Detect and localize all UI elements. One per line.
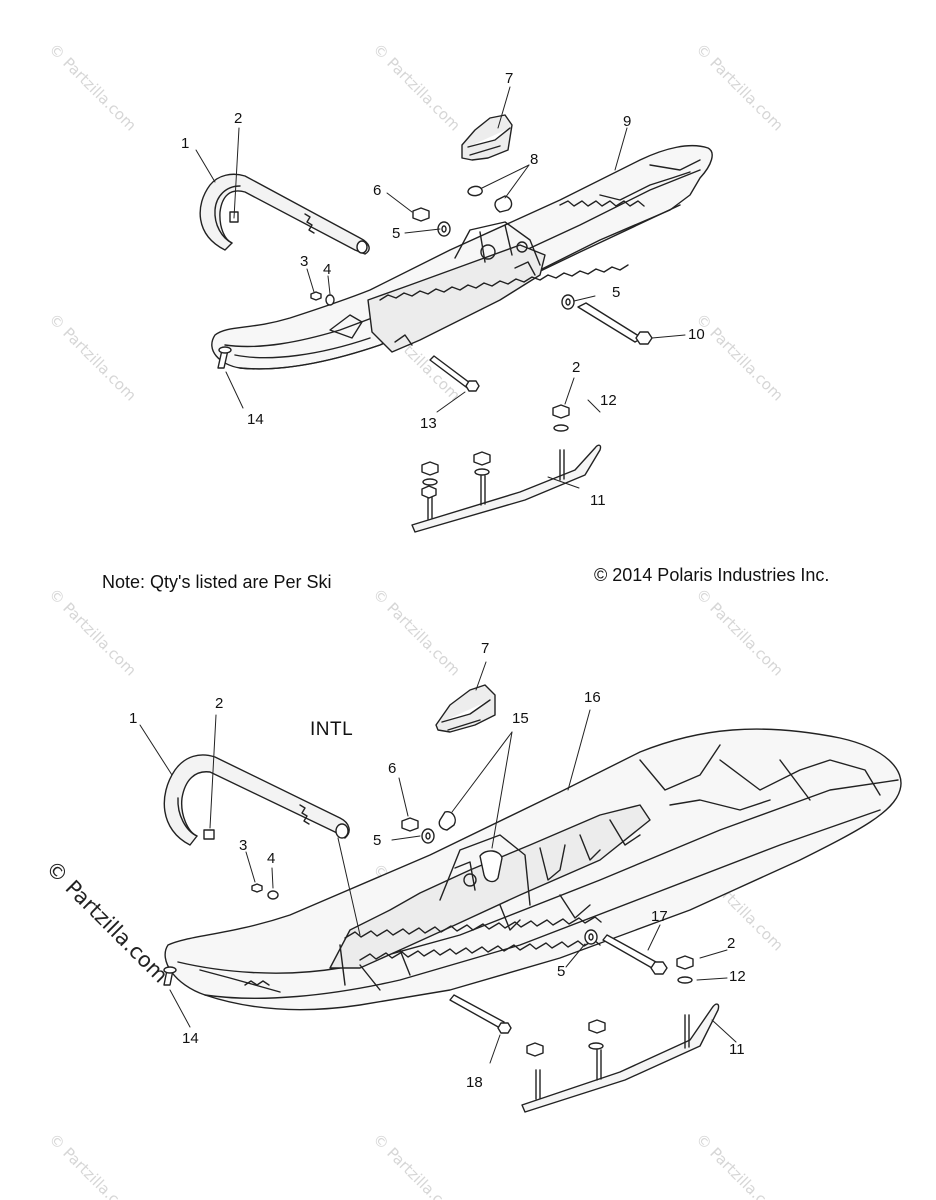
callout-18: 18	[466, 1074, 483, 1091]
callout-1: 1	[181, 135, 190, 152]
callout-10: 10	[688, 326, 705, 343]
top-ski-assembly	[195, 86, 713, 533]
copyright-notice: © 2014 Polaris Industries Inc.	[594, 565, 830, 585]
hardware	[217, 114, 653, 499]
callout-4: 4	[323, 261, 332, 278]
callout-2: 2	[572, 359, 581, 376]
callout-2: 2	[727, 935, 736, 952]
callout-2: 2	[234, 110, 243, 127]
callout-15: 15	[512, 710, 529, 727]
callout-11: 11	[590, 492, 606, 509]
callout-5: 5	[392, 225, 401, 242]
callout-17: 17	[651, 908, 668, 925]
top-leader-lines	[195, 86, 686, 489]
callout-4: 4	[267, 850, 276, 867]
callout-14: 14	[247, 411, 264, 428]
ski-handle-intl	[163, 754, 350, 846]
ski-body-intl	[164, 728, 902, 1011]
callout-5: 5	[612, 284, 621, 301]
hardware-intl	[163, 684, 694, 1057]
callout-3: 3	[239, 837, 248, 854]
callout-5: 5	[373, 832, 382, 849]
bottom-ski-assembly	[139, 661, 902, 1113]
ski-body	[211, 145, 713, 370]
callout-6: 6	[388, 760, 397, 777]
callout-11: 11	[729, 1041, 745, 1058]
quantity-note: Note: Qty's listed are Per Ski	[102, 572, 332, 592]
ski-handle	[199, 173, 370, 255]
wear-bar	[411, 444, 602, 533]
wear-bar-intl	[521, 1003, 720, 1113]
callout-3: 3	[300, 253, 309, 270]
callout-9: 9	[623, 113, 632, 130]
bottom-leader-lines	[139, 661, 737, 1064]
callout-7: 7	[505, 70, 514, 87]
callout-13: 13	[420, 415, 437, 432]
callout-12: 12	[729, 968, 746, 985]
callout-16: 16	[584, 689, 601, 706]
intl-variant-label: INTL	[310, 719, 354, 740]
callout-2: 2	[215, 695, 224, 712]
callout-7: 7	[481, 640, 490, 657]
callout-1: 1	[129, 710, 138, 727]
callout-6: 6	[373, 182, 382, 199]
callout-14: 14	[182, 1030, 199, 1047]
callout-8: 8	[530, 151, 539, 168]
callout-5: 5	[557, 963, 566, 980]
callout-12: 12	[600, 392, 617, 409]
